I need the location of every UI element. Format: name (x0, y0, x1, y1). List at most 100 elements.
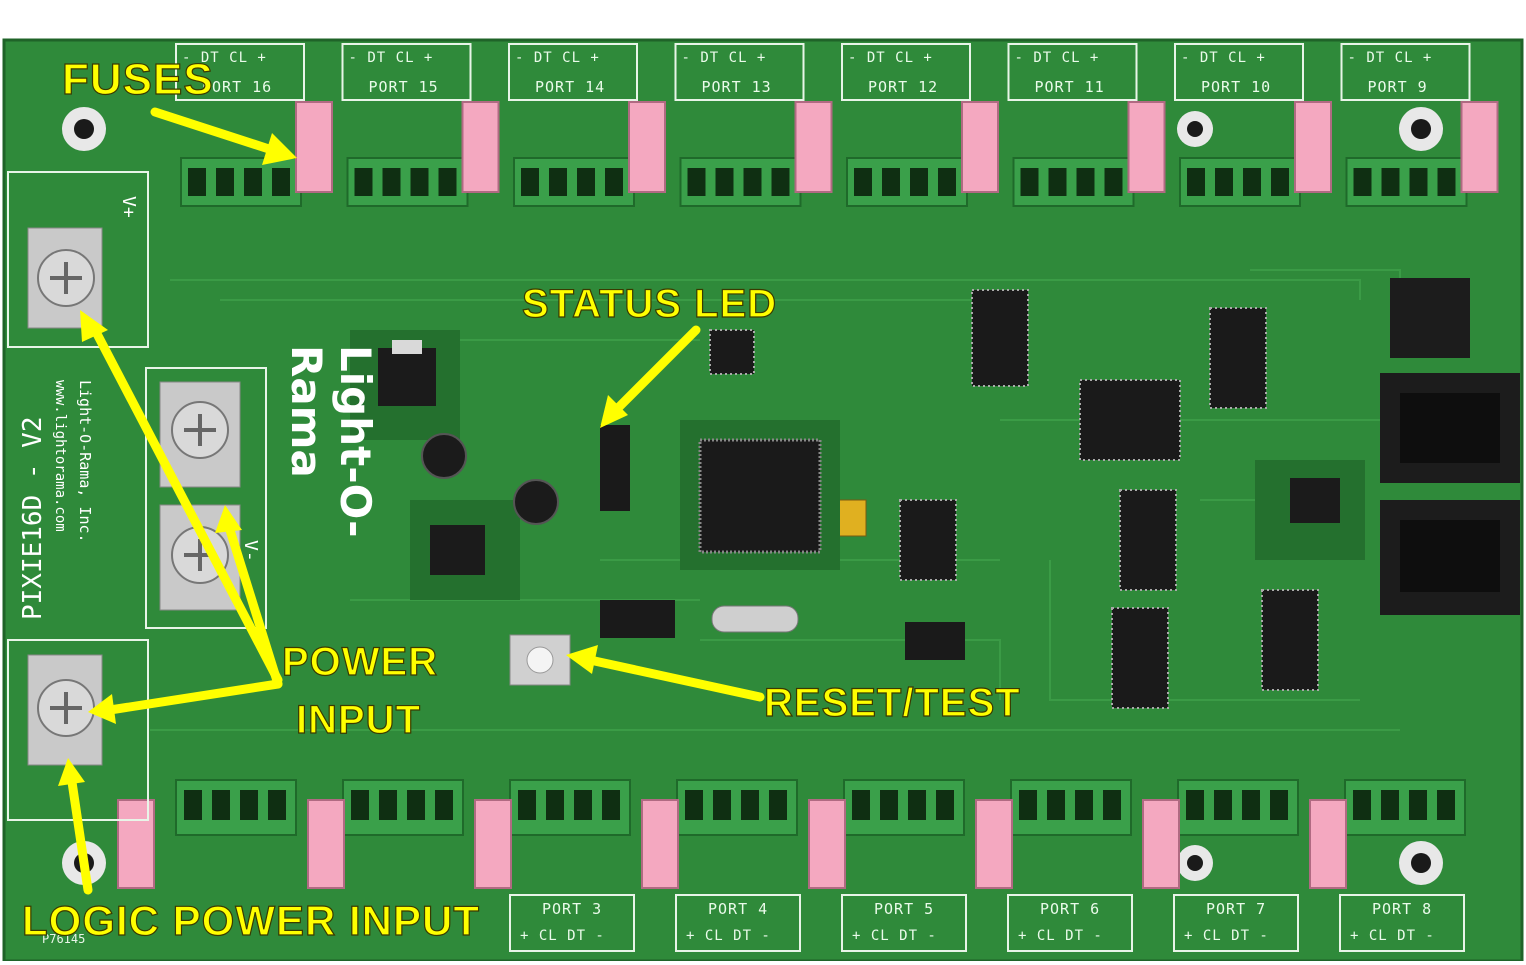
port-label-top: PORT 16 (202, 78, 273, 96)
cpu-chip (680, 420, 840, 570)
pin-labels-top: - DT CL + (1347, 50, 1433, 66)
port-label-bottom: PORT 3 (542, 900, 603, 918)
pin-labels-top: - DT CL + (515, 50, 600, 66)
pin-labels-top: - DT CL + (1181, 50, 1266, 66)
top-port-box (841, 43, 971, 101)
bottom-terminal-connector (175, 779, 297, 836)
logic-power-input-annotation: LOGIC POWER INPUT (21, 897, 480, 944)
board-name: PIXIE16D - V2 (18, 416, 48, 621)
bottom-terminal-connector (342, 779, 464, 836)
top-port-box (1340, 43, 1471, 101)
top-connectors (180, 101, 1499, 207)
power-input-annotation-line1: POWER (281, 640, 439, 684)
top-fuse (628, 101, 666, 193)
pin-labels-bottom: + CL DT - (1184, 928, 1269, 944)
port-label-top: PORT 14 (535, 78, 606, 96)
top-terminal-connector (180, 157, 302, 207)
top-port-boxes (175, 43, 1471, 101)
bottom-fuse (641, 799, 679, 889)
top-port-box (175, 43, 305, 101)
pin-labels-bottom: + CL DT - (1350, 928, 1435, 944)
port-label-bottom: PORT 7 (1206, 900, 1267, 918)
mounting-holes (62, 107, 1443, 885)
port-label-bottom: PORT 8 (1372, 900, 1433, 918)
top-fuse (961, 101, 999, 193)
port-label-top: PORT 13 (701, 78, 772, 96)
port-label-bottom: PORT 4 (708, 900, 769, 918)
top-terminal-connector (846, 157, 968, 207)
bottom-port-boxes (509, 894, 1465, 952)
bottom-port-box (1173, 894, 1299, 952)
pin-labels-top: - DT CL + (848, 50, 933, 66)
board-logo: Light-O-Rama (282, 345, 380, 538)
bottom-fuse (975, 799, 1013, 889)
port-label-top: PORT 15 (368, 78, 439, 96)
top-port-box (1174, 43, 1304, 101)
power-terminals (7, 171, 267, 821)
port-label-bottom: PORT 5 (874, 900, 935, 918)
soic-chips (709, 289, 1319, 709)
top-terminal-connector (1012, 157, 1135, 207)
status-led-annotation: STATUS LED (521, 282, 778, 326)
crystal (711, 605, 799, 633)
bottom-terminal-connector (509, 779, 631, 836)
bottom-port-box (841, 894, 967, 952)
bottom-fuse (808, 799, 846, 889)
pin-labels-top: - DT CL + (348, 50, 434, 66)
port-label-top: PORT 12 (868, 78, 939, 96)
top-terminal-connector (679, 157, 802, 207)
pin-labels-bottom: + CL DT - (686, 928, 771, 944)
top-fuse (1127, 101, 1166, 193)
vplus-label: V+ (118, 196, 139, 218)
regulators (350, 330, 1365, 600)
part-number: P76145 (42, 932, 86, 946)
bottom-port-box (1339, 894, 1465, 952)
bottom-port-box (509, 894, 635, 952)
bottom-fuse (1309, 799, 1347, 889)
pin-labels-bottom: + CL DT - (1018, 928, 1103, 944)
port-label-top: PORT 11 (1034, 78, 1105, 96)
bottom-terminal-connector (676, 779, 798, 836)
board-maker: Light-O-Rama, Inc. (76, 380, 94, 543)
reset-button (509, 634, 571, 686)
fuses-annotation: FUSES (61, 55, 214, 104)
top-terminal-connector (1179, 157, 1301, 207)
pin-labels-top: - DT CL + (182, 50, 267, 66)
port-label-bottom: PORT 6 (1040, 900, 1101, 918)
top-terminal-connector (346, 157, 469, 207)
pin-labels-top: - DT CL + (681, 50, 767, 66)
top-port-box (1007, 43, 1138, 101)
bottom-fuse (307, 799, 345, 889)
bottom-connectors (117, 779, 1466, 889)
power-input-annotation-line2: INPUT (295, 698, 421, 742)
rj45-jacks (1380, 278, 1520, 615)
top-fuse (1460, 101, 1499, 193)
top-fuse (461, 101, 500, 193)
top-port-box (508, 43, 638, 101)
top-port-box (674, 43, 805, 101)
top-port-box (341, 43, 472, 101)
pin-labels-bottom: + CL DT - (852, 928, 937, 944)
annotation-arrows (58, 107, 765, 895)
top-fuse (794, 101, 833, 193)
bottom-port-box (1007, 894, 1133, 952)
port-label-top: PORT 9 (1367, 78, 1428, 96)
port-label-top: PORT 10 (1201, 78, 1272, 96)
bottom-port-box (675, 894, 801, 952)
reset-test-annotation: RESET/TEST (763, 681, 1021, 725)
top-terminal-connector (1345, 157, 1468, 207)
top-fuse (295, 101, 333, 193)
vminus-label: V- (240, 540, 261, 562)
jumper-headers (600, 425, 965, 660)
bottom-fuse (1142, 799, 1180, 889)
bottom-fuse (474, 799, 512, 889)
bottom-terminal-connector (1344, 779, 1466, 836)
bottom-terminal-connector (1010, 779, 1132, 836)
pin-labels-top: - DT CL + (1014, 50, 1100, 66)
top-fuse (1294, 101, 1332, 193)
bottom-terminal-connector (843, 779, 965, 836)
board-website: www.lightorama.com (52, 380, 68, 532)
top-terminal-connector (513, 157, 635, 207)
